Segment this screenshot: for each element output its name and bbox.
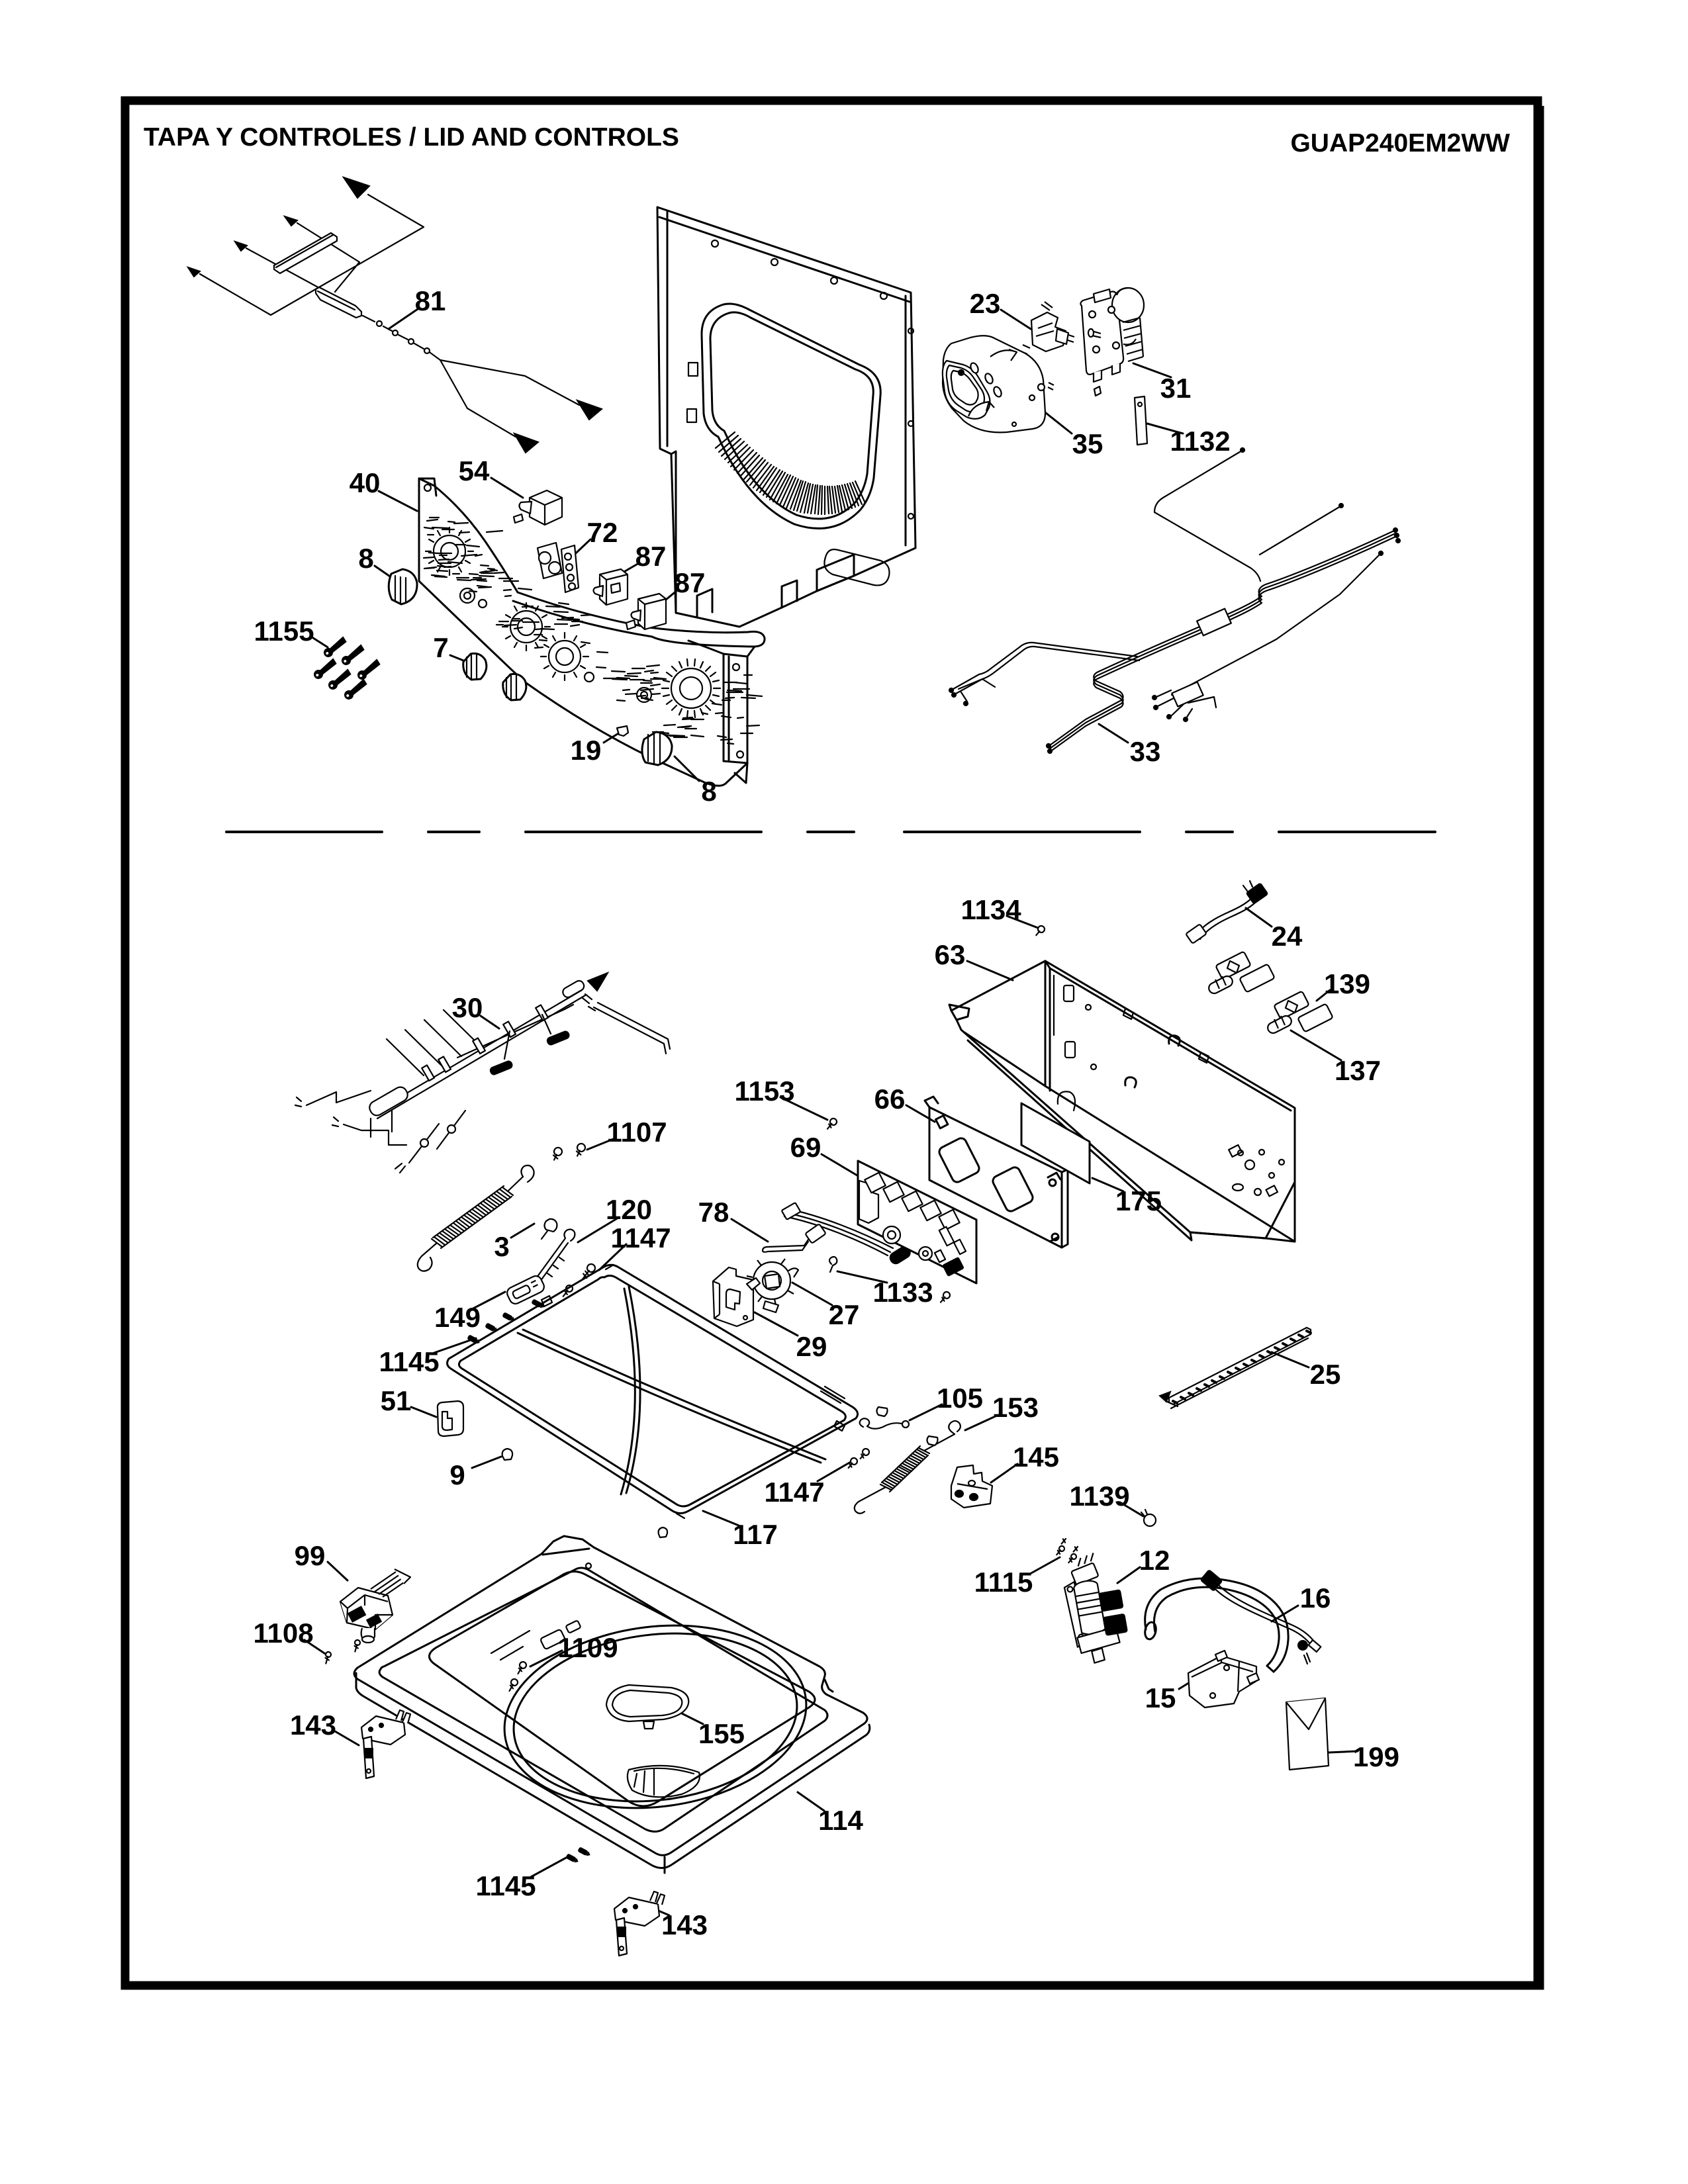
svg-text:1115: 1115 bbox=[974, 1567, 1033, 1598]
svg-text:29: 29 bbox=[796, 1331, 827, 1362]
svg-text:114: 114 bbox=[818, 1805, 863, 1836]
svg-text:16: 16 bbox=[1300, 1582, 1331, 1614]
svg-text:GUAP240EM2WW: GUAP240EM2WW bbox=[1290, 129, 1510, 158]
svg-text:30: 30 bbox=[452, 992, 483, 1023]
svg-text:7: 7 bbox=[433, 632, 448, 663]
svg-text:155: 155 bbox=[698, 1718, 745, 1749]
svg-text:8: 8 bbox=[701, 776, 716, 807]
svg-text:1132: 1132 bbox=[1170, 426, 1230, 457]
svg-text:81: 81 bbox=[415, 285, 446, 316]
svg-text:72: 72 bbox=[587, 517, 618, 548]
svg-text:1108: 1108 bbox=[253, 1617, 313, 1649]
svg-text:33: 33 bbox=[1130, 736, 1161, 767]
svg-text:27: 27 bbox=[829, 1299, 860, 1330]
svg-text:1153: 1153 bbox=[734, 1075, 794, 1107]
svg-text:87: 87 bbox=[675, 567, 706, 598]
svg-text:143: 143 bbox=[290, 1709, 336, 1741]
svg-text:1147: 1147 bbox=[610, 1222, 671, 1253]
svg-text:66: 66 bbox=[874, 1083, 906, 1115]
svg-text:117: 117 bbox=[733, 1519, 778, 1550]
svg-text:24: 24 bbox=[1272, 921, 1303, 952]
svg-text:15: 15 bbox=[1145, 1682, 1176, 1713]
svg-text:19: 19 bbox=[571, 735, 602, 766]
svg-text:69: 69 bbox=[790, 1132, 821, 1163]
svg-text:8: 8 bbox=[358, 543, 373, 574]
svg-text:1147: 1147 bbox=[764, 1477, 824, 1508]
svg-text:105: 105 bbox=[937, 1383, 983, 1414]
svg-text:12: 12 bbox=[1139, 1545, 1170, 1576]
svg-text:139: 139 bbox=[1324, 968, 1370, 999]
svg-text:1139: 1139 bbox=[1069, 1480, 1129, 1512]
svg-text:137: 137 bbox=[1335, 1055, 1381, 1086]
svg-text:3: 3 bbox=[494, 1231, 509, 1262]
svg-text:1134: 1134 bbox=[961, 894, 1021, 925]
svg-text:1109: 1109 bbox=[557, 1632, 618, 1663]
svg-text:35: 35 bbox=[1072, 428, 1103, 459]
svg-text:1107: 1107 bbox=[606, 1116, 667, 1148]
svg-text:87: 87 bbox=[635, 541, 667, 572]
svg-text:153: 153 bbox=[992, 1392, 1039, 1423]
svg-text:145: 145 bbox=[1013, 1441, 1059, 1473]
svg-text:51: 51 bbox=[381, 1385, 412, 1416]
svg-text:TAPA Y CONTROLES / LID AND CO: TAPA Y CONTROLES / LID AND CONTROLS bbox=[144, 123, 679, 152]
svg-text:1145: 1145 bbox=[379, 1346, 439, 1377]
svg-text:23: 23 bbox=[970, 288, 1001, 319]
svg-text:149: 149 bbox=[434, 1302, 481, 1333]
svg-text:54: 54 bbox=[459, 455, 490, 486]
svg-text:1145: 1145 bbox=[475, 1870, 536, 1901]
svg-text:25: 25 bbox=[1310, 1359, 1341, 1390]
svg-text:31: 31 bbox=[1160, 373, 1192, 404]
svg-text:1155: 1155 bbox=[254, 615, 314, 647]
svg-text:40: 40 bbox=[350, 467, 381, 498]
svg-text:199: 199 bbox=[1353, 1741, 1399, 1772]
svg-text:99: 99 bbox=[295, 1540, 326, 1571]
svg-text:9: 9 bbox=[449, 1459, 465, 1490]
svg-text:78: 78 bbox=[698, 1197, 729, 1228]
svg-text:63: 63 bbox=[935, 939, 966, 970]
